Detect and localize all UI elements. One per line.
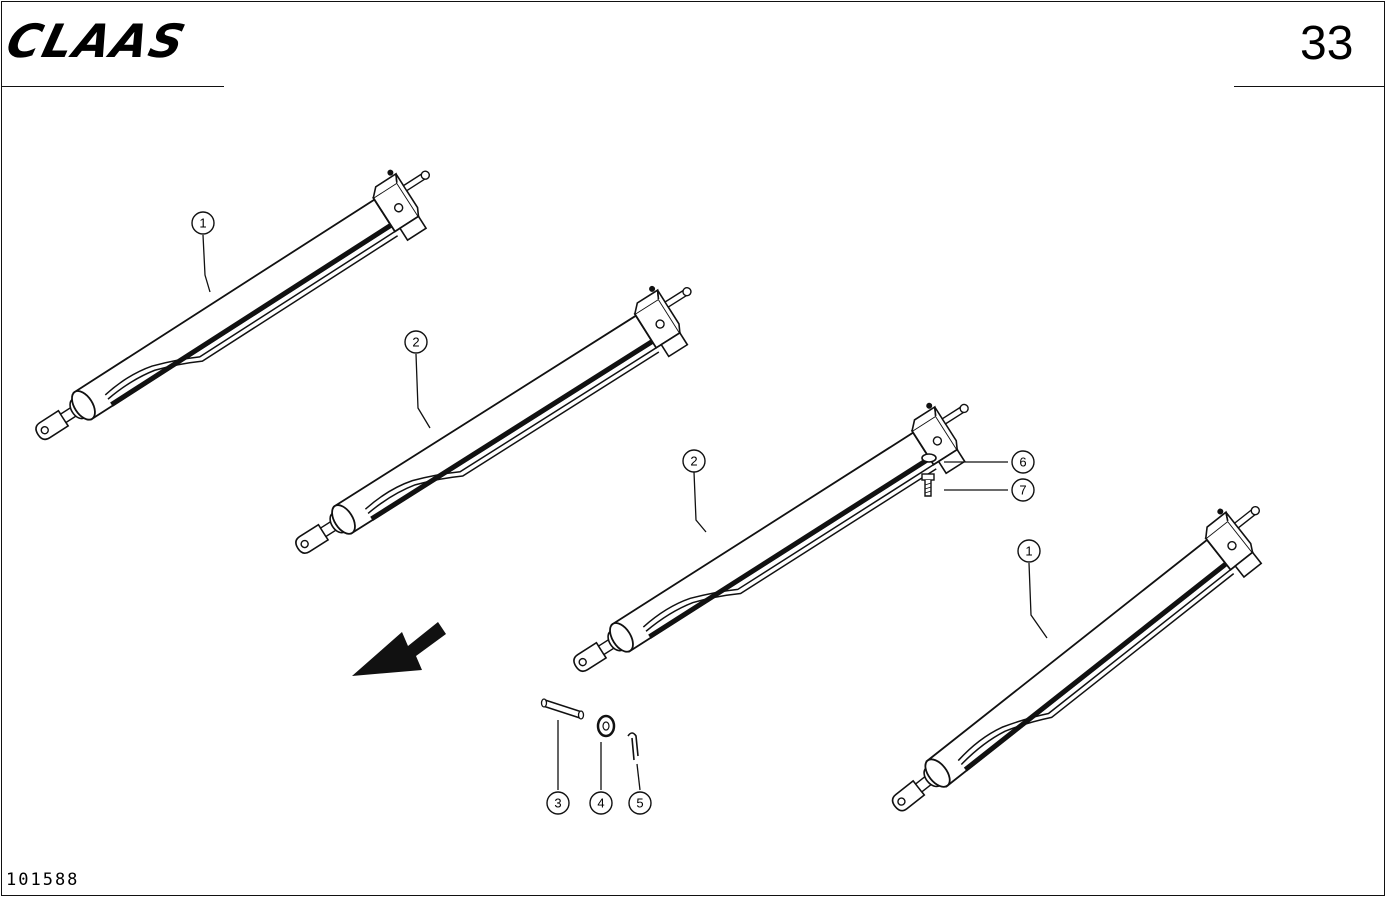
callout-circle	[404, 330, 428, 354]
lock-washer-part	[921, 453, 937, 463]
callout-label: 5	[636, 796, 643, 811]
callout-6: 4	[589, 791, 613, 815]
callout-label: 6	[1019, 455, 1026, 470]
page-number: 33	[1300, 17, 1354, 70]
callout-circle	[1011, 478, 1035, 502]
travel-direction-arrow	[352, 622, 446, 676]
callout-circle	[682, 449, 706, 473]
hydraulic-cylinder-3	[557, 385, 993, 698]
callout-bubbles: 1 2 2 1 3 4 5 6 7	[191, 211, 1041, 815]
callout-circle	[628, 791, 652, 815]
callout-label: 1	[1025, 544, 1032, 559]
bolt-part	[921, 473, 935, 497]
callout-label: 2	[690, 454, 697, 469]
callout-2: 2	[404, 330, 428, 354]
callout-5: 3	[546, 791, 570, 815]
callout-8: 6	[1011, 450, 1035, 474]
callout-9: 7	[1011, 478, 1035, 502]
hydraulic-cylinder-1	[19, 151, 454, 466]
header-rule-left	[2, 86, 224, 87]
callout-3: 2	[682, 449, 706, 473]
callout-label: 4	[597, 796, 604, 811]
callout-7: 5	[628, 791, 652, 815]
hydraulic-cylinder-4	[873, 488, 1288, 836]
callout-circle	[1011, 450, 1035, 474]
callout-label: 3	[554, 796, 561, 811]
callout-circle	[589, 791, 613, 815]
callout-4: 1	[1017, 539, 1041, 563]
callout-1: 1	[191, 211, 215, 235]
callout-circle	[546, 791, 570, 815]
washer-part	[596, 714, 616, 738]
callout-label: 7	[1019, 483, 1026, 498]
split-pin-part	[627, 732, 639, 761]
header-rule-right	[1234, 86, 1384, 87]
callout-circle	[1017, 539, 1041, 563]
callout-circle	[191, 211, 215, 235]
leader-lines	[202, 234, 1048, 791]
drawing-number: 101588	[6, 870, 80, 890]
callout-label: 1	[199, 216, 206, 231]
callout-label: 2	[412, 335, 419, 350]
pin-part	[540, 698, 585, 720]
hydraulic-cylinder-2	[279, 268, 716, 580]
